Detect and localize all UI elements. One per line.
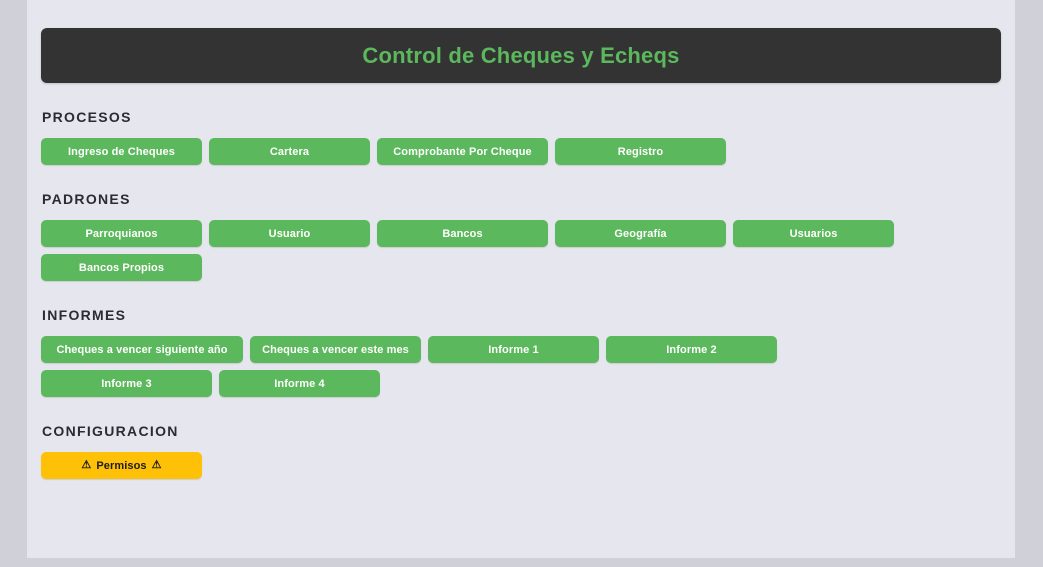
section-procesos: PROCESOS Ingreso de Cheques Cartera Comprob… (41, 109, 1001, 165)
button-informe-1[interactable]: Informe 1 (428, 336, 599, 363)
button-label: Geografía (614, 227, 667, 240)
button-label: Registro (617, 145, 664, 158)
app-header: Control de Cheques y Echeqs (41, 28, 1001, 83)
button-label: Bancos Propios (78, 261, 165, 274)
button-label: Usuarios (789, 227, 838, 240)
button-row: Cheques a vencer siguiente año Cheques a … (41, 336, 951, 397)
button-label: Parroquianos (85, 227, 158, 240)
button-informe-3[interactable]: Informe 3 (41, 370, 212, 397)
button-row: ⚠ Permisos ⚠ (41, 452, 951, 479)
button-geograf-a[interactable]: Geografía (555, 220, 726, 247)
button-label: Usuario (268, 227, 311, 240)
button-label: Cheques a vencer este mes (262, 343, 409, 356)
left-gutter (0, 0, 27, 567)
button-parroquianos[interactable]: Parroquianos (41, 220, 202, 247)
warning-triangle-icon-right: ⚠ (151, 459, 162, 471)
button-usuarios[interactable]: Usuarios (733, 220, 894, 247)
section-heading: PADRONES (42, 191, 131, 207)
button-row: Parroquianos Usuario Bancos Geografía Usuari… (41, 220, 951, 281)
button-cheques-a-vencer-este-mes[interactable]: Cheques a vencer este mes (250, 336, 421, 363)
button-cheques-a-vencer-siguiente-a-o[interactable]: Cheques a vencer siguiente año (41, 336, 243, 363)
button-label: Informe 1 (488, 343, 539, 356)
button-informe-4[interactable]: Informe 4 (219, 370, 380, 397)
warning-triangle-icon: ⚠ (81, 459, 92, 471)
button-permisos[interactable]: ⚠ Permisos ⚠ (41, 452, 202, 479)
button-ingreso-de-cheques[interactable]: Ingreso de Cheques (41, 138, 202, 165)
button-label: Informe 4 (274, 377, 325, 390)
page-inner: Control de Cheques y Echeqs PROCESOS Ingr… (27, 0, 1015, 479)
section-heading: INFORMES (42, 307, 127, 323)
section-heading: PROCESOS (42, 109, 132, 125)
button-informe-2[interactable]: Informe 2 (606, 336, 777, 363)
section-heading: CONFIGURACION (42, 423, 179, 439)
button-label: Informe 3 (101, 377, 152, 390)
button-cartera[interactable]: Cartera (209, 138, 370, 165)
sections-container: PROCESOS Ingreso de Cheques Cartera Comprob… (41, 109, 1001, 479)
button-bancos-propios[interactable]: Bancos Propios (41, 254, 202, 281)
button-label: Ingreso de Cheques (68, 145, 175, 158)
page-container: Control de Cheques y Echeqs PROCESOS Ingr… (27, 0, 1015, 558)
button-label: Cartera (269, 145, 310, 158)
button-registro[interactable]: Registro (555, 138, 726, 165)
button-usuario[interactable]: Usuario (209, 220, 370, 247)
button-row: Ingreso de Cheques Cartera Comprobante Por… (41, 138, 951, 165)
bottom-gutter (0, 558, 1043, 567)
section-configuracion: CONFIGURACION ⚠ Permisos ⚠ (41, 423, 1001, 479)
button-label: Informe 2 (666, 343, 717, 356)
section-padrones: PADRONES Parroquianos Usuario Bancos Geograf… (41, 191, 1001, 281)
button-comprobante-por-cheque[interactable]: Comprobante Por Cheque (377, 138, 548, 165)
button-label: Bancos (442, 227, 483, 240)
button-bancos[interactable]: Bancos (377, 220, 548, 247)
button-label: Cheques a vencer siguiente año (56, 343, 228, 356)
button-label: Permisos (96, 459, 147, 472)
button-label: Comprobante Por Cheque (393, 145, 532, 158)
right-gutter (1015, 0, 1043, 567)
page-title: Control de Cheques y Echeqs (362, 42, 680, 68)
